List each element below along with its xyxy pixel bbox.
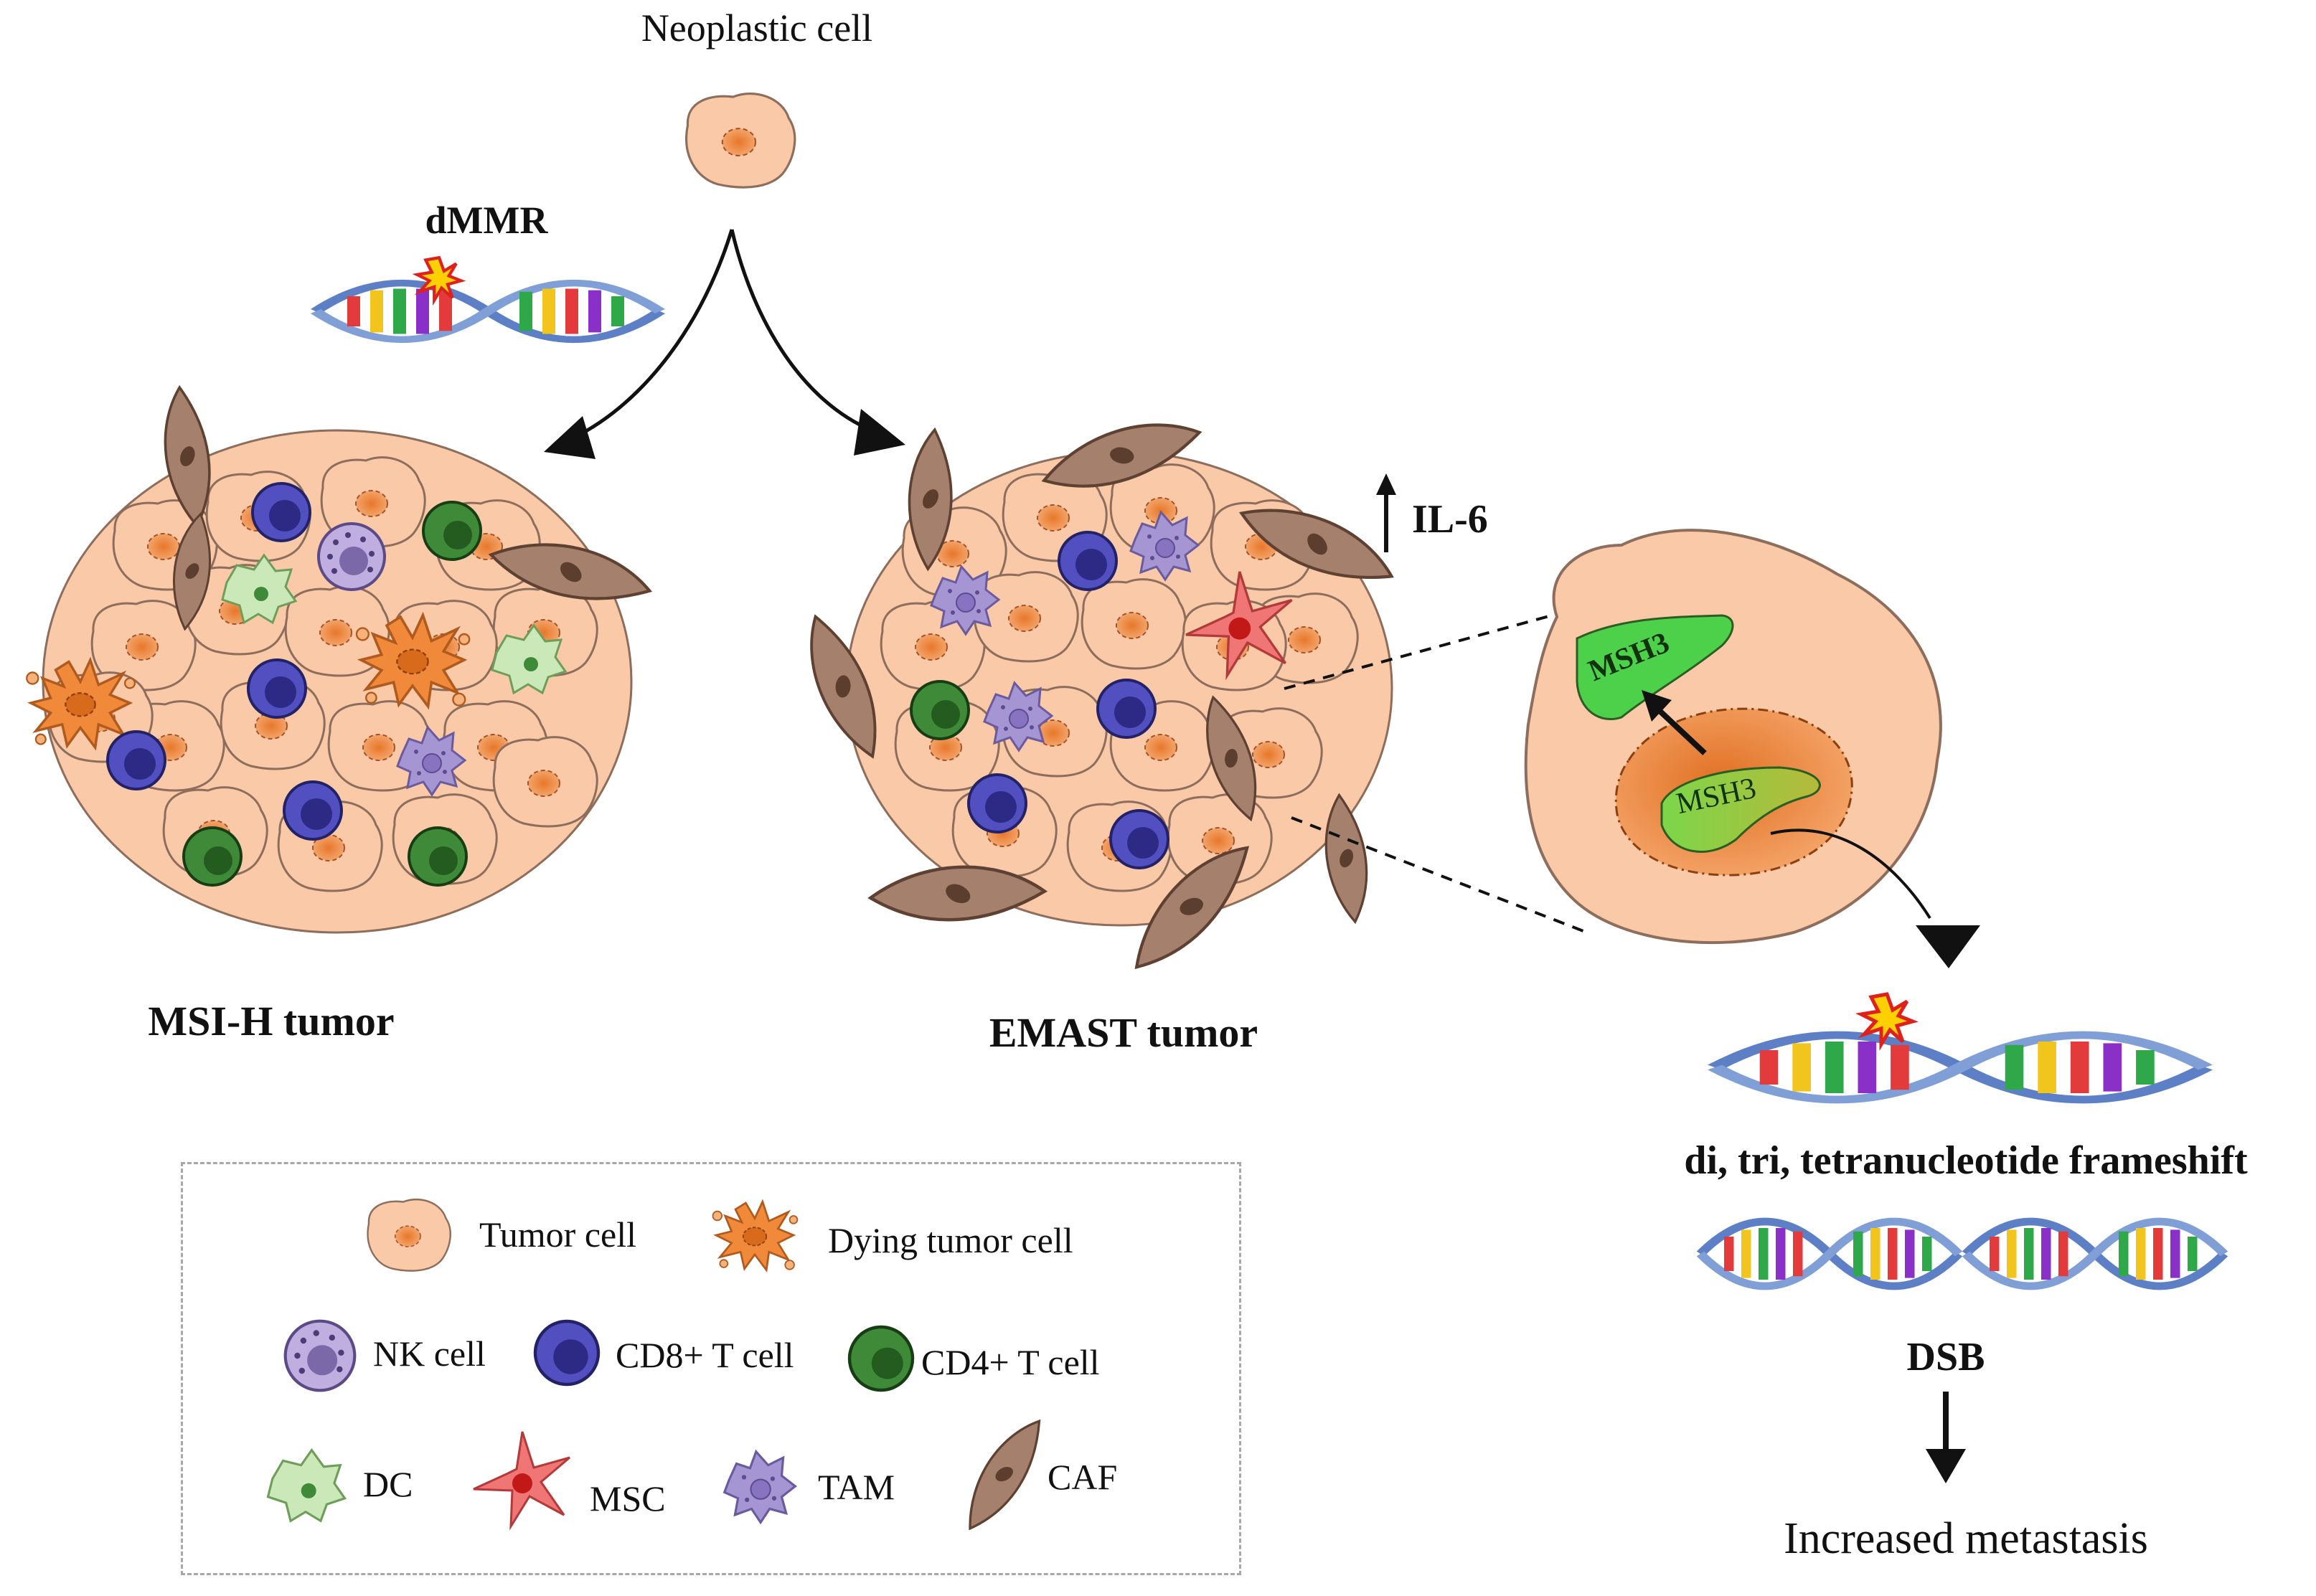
frameshift-dna-icon — [1715, 1035, 2206, 1100]
emast-tumor-cluster — [800, 405, 1396, 968]
dsb-down-arrow-icon — [1926, 1392, 1966, 1483]
frameshift-label: di, tri, tetranucleotide frameshift — [1684, 1138, 2248, 1183]
dsb-dna-right-icon — [1966, 1222, 2224, 1286]
dmmr-label: dMMR — [425, 199, 548, 242]
msih-tumor-cluster — [25, 385, 651, 934]
legend-label-tam: TAM — [818, 1467, 895, 1507]
dsb-dna-left-icon — [1700, 1222, 1959, 1286]
zoom-lines — [1284, 613, 1588, 934]
legend-label-caf: CAF — [1048, 1457, 1118, 1497]
dsb-label: DSB — [1906, 1335, 1985, 1379]
msh3-nucleus-protein — [1660, 766, 1821, 853]
il6-label: IL-6 — [1412, 497, 1488, 542]
neoplastic-cell-label: Neoplastic cell — [641, 6, 873, 49]
emast-cell-zoom — [1524, 529, 1942, 945]
legend-label-dc: DC — [363, 1464, 413, 1504]
legend-label-cd8: CD8+ T cell — [616, 1335, 794, 1375]
frameshift-arrow — [1770, 828, 1980, 968]
emast-tumor-label: EMAST tumor — [989, 1009, 1258, 1056]
dmmr-dna-icon — [316, 283, 660, 340]
legend-box — [181, 1162, 1241, 1575]
legend-label-nk: NK cell — [373, 1333, 486, 1374]
neoplastic-cell-icon — [685, 92, 796, 189]
legend-label-dying: Dying tumor cell — [828, 1220, 1073, 1260]
il6-up-arrow-icon — [1376, 473, 1396, 552]
nuclear-export-arrow — [1642, 690, 1707, 755]
branch-arrow-right — [730, 229, 905, 455]
msih-tumor-label: MSI-H tumor — [148, 998, 395, 1044]
legend-label-msc: MSC — [590, 1478, 666, 1519]
branch-arrow-left — [544, 229, 734, 459]
msh3-cytoplasm-protein — [1576, 614, 1734, 721]
outcome-label: Increased metastasis — [1784, 1514, 2148, 1563]
legend-label-cd4: CD4+ T cell — [921, 1342, 1100, 1382]
legend-label-tumor: Tumor cell — [479, 1214, 636, 1255]
